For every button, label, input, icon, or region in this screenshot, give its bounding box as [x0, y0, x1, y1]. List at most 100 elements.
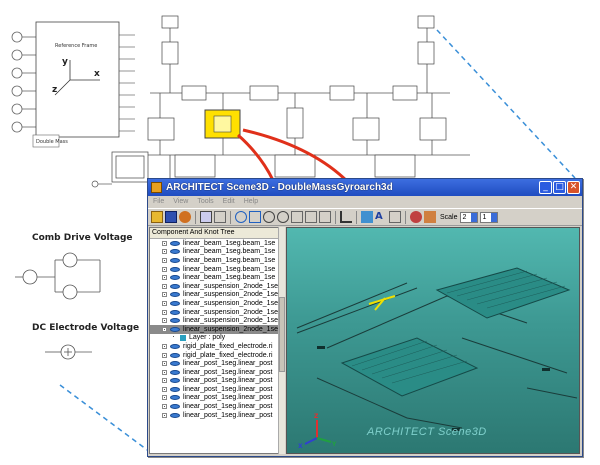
tree-item[interactable]: linear_suspension_2node_1se: [150, 282, 284, 291]
save-icon[interactable]: [165, 211, 177, 223]
close-button[interactable]: ✕: [567, 181, 580, 194]
tree-item[interactable]: linear_post_1seg.linear_post: [150, 359, 284, 368]
tree-item[interactable]: linear_suspension_2node_1se: [150, 308, 284, 317]
tree-item[interactable]: linear_beam_1seg.beam_1se: [150, 273, 284, 282]
tree-item[interactable]: linear_suspension_2node_1se: [150, 324, 284, 334]
view-side-icon[interactable]: [319, 211, 331, 223]
tree-item[interactable]: linear_suspension_2node_1se: [150, 299, 284, 308]
tree-item[interactable]: linear_post_1seg.linear_post: [150, 385, 284, 394]
tree-scroll-thumb[interactable]: [279, 297, 285, 372]
scale-select-1[interactable]: 2: [459, 211, 478, 223]
reference-frame-title: Reference Frame: [55, 43, 97, 49]
tree-item[interactable]: linear_post_1seg.linear_post: [150, 368, 284, 377]
expand-toggle-icon[interactable]: [162, 292, 167, 298]
text-icon[interactable]: A: [375, 211, 383, 222]
zoom-out-icon[interactable]: [277, 211, 289, 223]
menu-tools[interactable]: Tools: [197, 198, 214, 205]
expand-toggle-icon[interactable]: [162, 266, 167, 272]
menu-file[interactable]: File: [153, 198, 165, 205]
3d-viewport[interactable]: Z X Y ARCHITECT Scene3D: [286, 227, 580, 454]
scale-select-2[interactable]: 1: [479, 211, 498, 223]
maximize-button[interactable]: □: [553, 181, 566, 194]
tree-item-label: linear_suspension_2node_1se: [183, 282, 278, 290]
tree-item[interactable]: linear_post_1seg.linear_post: [150, 377, 284, 386]
view-top-icon[interactable]: [305, 211, 317, 223]
tree-child-item[interactable]: Layer : poly: [150, 334, 284, 343]
expand-toggle-icon[interactable]: [162, 283, 167, 289]
zoom-in-icon[interactable]: [263, 211, 275, 223]
tree-item-label: linear_suspension_2node_1se: [183, 317, 278, 325]
expand-toggle-icon[interactable]: [162, 240, 167, 246]
pointer-icon[interactable]: [389, 211, 401, 223]
zoom-fit-icon[interactable]: [200, 211, 212, 223]
expand-toggle-icon[interactable]: [162, 275, 167, 281]
tree-item[interactable]: linear_beam_1seg.beam_1se: [150, 239, 284, 248]
expand-toggle-icon[interactable]: [162, 300, 167, 306]
toolbar: A Scale 2 1: [148, 208, 582, 226]
tree-item[interactable]: rigid_plate_fixed_electrode.ri: [150, 351, 284, 360]
component-icon: [170, 249, 180, 255]
menu-view[interactable]: View: [173, 198, 189, 205]
expand-toggle-icon[interactable]: [162, 318, 167, 324]
expand-toggle-icon[interactable]: [162, 369, 167, 375]
tree-item-label: rigid_plate_fixed_electrode.ri: [183, 342, 273, 350]
mesh-icon[interactable]: [361, 211, 373, 223]
proof-mass-left: [340, 337, 479, 397]
tree-item[interactable]: linear_beam_1seg.beam_1se: [150, 248, 284, 257]
menu-edit[interactable]: Edit: [222, 198, 235, 205]
tree-scrollbar[interactable]: [278, 227, 285, 454]
expand-toggle-icon[interactable]: [172, 335, 177, 340]
rotate-icon[interactable]: [235, 211, 247, 223]
component-icon: [170, 395, 180, 401]
view-front-icon[interactable]: [291, 211, 303, 223]
post: [317, 346, 325, 349]
tree-item-label: linear_suspension_2node_1se: [183, 325, 278, 333]
minimize-button[interactable]: _: [539, 181, 552, 194]
component-icon: [170, 378, 180, 384]
expand-toggle-icon[interactable]: [162, 404, 167, 410]
layer-icon: [180, 334, 186, 341]
reference-frame-block: [35, 21, 120, 138]
axes-gizmo: Z X Y: [298, 413, 337, 450]
export-icon[interactable]: [179, 211, 191, 223]
tree-item-label: linear_post_1seg.linear_post: [183, 411, 273, 419]
tree-item[interactable]: linear_post_1seg.linear_post: [150, 394, 284, 403]
pan-icon[interactable]: [249, 211, 261, 223]
tree-header: Component And Knot Tree: [150, 228, 284, 239]
tree-item[interactable]: linear_beam_1seg.beam_1se: [150, 256, 284, 265]
zoom-line-top: [436, 29, 576, 179]
expand-toggle-icon[interactable]: [162, 395, 167, 401]
tree-item[interactable]: linear_post_1seg.linear_post: [150, 402, 284, 411]
tree-item[interactable]: linear_post_1seg.linear_post: [150, 411, 284, 420]
expand-toggle-icon[interactable]: [162, 352, 167, 358]
tree-item[interactable]: linear_suspension_2node_1se: [150, 291, 284, 300]
reference-outputs: [119, 34, 135, 132]
axes-icon[interactable]: [340, 211, 352, 223]
expand-toggle-icon[interactable]: [162, 343, 167, 349]
window-titlebar[interactable]: ARCHITECT Scene3D - DoubleMassGyroarch3d…: [148, 179, 582, 196]
expand-toggle-icon[interactable]: [162, 309, 167, 315]
tree-item-label: linear_post_1seg.linear_post: [183, 368, 273, 376]
expand-toggle-icon[interactable]: [162, 386, 167, 392]
expand-toggle-icon[interactable]: [162, 326, 167, 332]
tree-item-label: linear_post_1seg.linear_post: [183, 360, 273, 368]
expand-toggle-icon[interactable]: [162, 412, 167, 418]
zoom-line-bottom: [59, 384, 151, 453]
tree-item[interactable]: linear_suspension_2node_1se: [150, 316, 284, 325]
expand-toggle-icon[interactable]: [162, 361, 167, 367]
expand-toggle-icon[interactable]: [162, 257, 167, 263]
settings-icon[interactable]: [424, 211, 436, 223]
post: [542, 368, 550, 371]
dc-electrode-circuit: [45, 344, 92, 360]
expand-toggle-icon[interactable]: [162, 249, 167, 255]
tree-item[interactable]: rigid_plate_fixed_electrode.ri: [150, 342, 284, 351]
mems-frame: [296, 282, 578, 429]
tree-item[interactable]: linear_beam_1seg.beam_1se: [150, 265, 284, 274]
color-icon[interactable]: [410, 211, 422, 223]
select-arrow-icon[interactable]: [214, 211, 226, 223]
menu-help[interactable]: Help: [243, 198, 259, 205]
expand-toggle-icon[interactable]: [162, 378, 167, 384]
post: [452, 428, 460, 431]
proof-mass-right: [435, 267, 571, 319]
open-folder-icon[interactable]: [151, 211, 163, 223]
